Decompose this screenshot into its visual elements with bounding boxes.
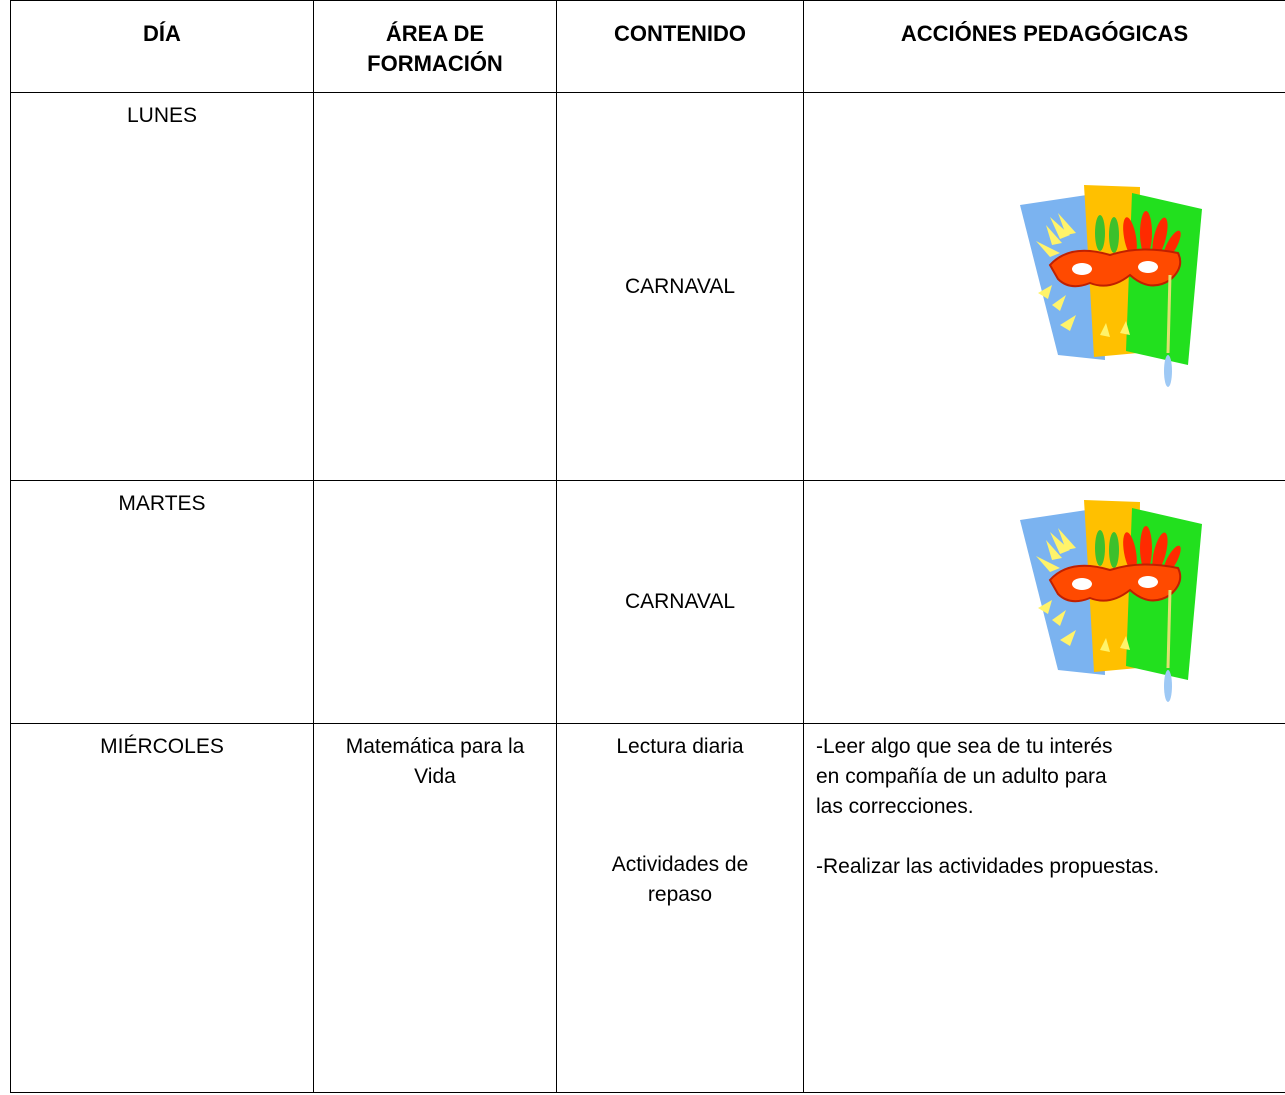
contenido-item: Actividades de repaso [611,853,749,906]
day-cell: LUNES [10,92,314,481]
header-area: ÁREA DE FORMACIÓN [313,0,557,93]
header-row: DÍA ÁREA DE FORMACIÓN CONTENIDO ACCIÓNES… [10,0,1285,93]
header-dia: DÍA [10,0,314,93]
table-row: LUNES CARNAVAL [10,92,1285,481]
contenido-cell: CARNAVAL [556,92,804,481]
acciones-cell [803,92,1285,481]
contenido-cell: Lectura diaria Actividades de repaso [556,723,804,1093]
area-cell [313,92,557,481]
accion-item: -Realizar las actividades propuestas. [816,855,1160,878]
carnival-mask-icon [1019,500,1202,702]
header-contenido: CONTENIDO [556,0,804,93]
carnival-mask-icon [1019,184,1202,387]
table-row: MARTES CARNAVAL [10,480,1285,724]
day-cell: MIÉRCOLES [10,723,314,1093]
lesson-plan-table: DÍA ÁREA DE FORMACIÓN CONTENIDO ACCIÓNES… [10,0,1285,1093]
acciones-cell: -Leer algo que sea de tu interés en comp… [803,723,1285,1093]
acciones-cell [803,480,1285,724]
table-row: MIÉRCOLES Matemática para la Vida Lectur… [10,723,1285,1093]
area-cell [313,480,557,724]
day-cell: MARTES [10,480,314,724]
area-cell: Matemática para la Vida [313,723,557,1093]
contenido-item: Lectura diaria [616,735,744,758]
contenido-cell: CARNAVAL [556,480,804,724]
accion-item: -Leer algo que sea de tu interés en comp… [816,735,1113,818]
header-acciones: ACCIÓNES PEDAGÓGICAS [803,0,1285,93]
